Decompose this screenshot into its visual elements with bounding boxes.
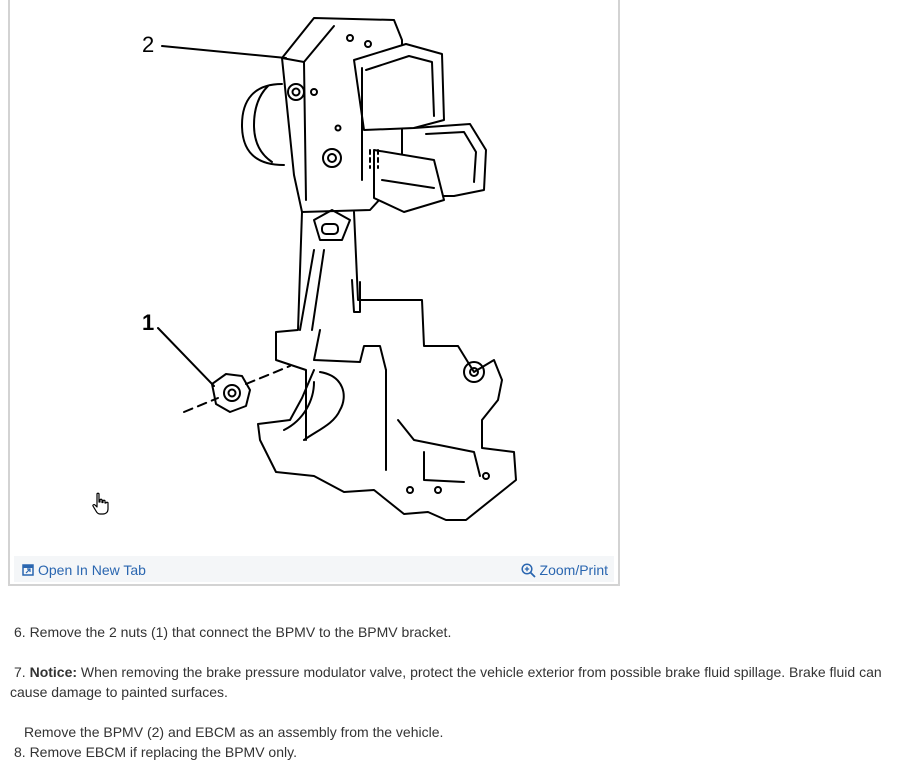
callout-2: 2 bbox=[142, 32, 154, 57]
bpmv-bracket-illustration: 2 1 bbox=[142, 17, 517, 521]
callout-1: 1 bbox=[142, 310, 154, 335]
zoom-print-label: Zoom/Print bbox=[539, 562, 608, 578]
zoom-in-icon bbox=[520, 562, 536, 578]
step-7-notice-label: Notice: bbox=[29, 664, 78, 680]
step-6: 6. Remove the 2 nuts (1) that connect th… bbox=[14, 624, 452, 640]
open-in-new-tab-link[interactable]: Open In New Tab bbox=[22, 562, 146, 578]
hand-pointer-icon bbox=[92, 492, 109, 515]
step-7: 7. Notice: When removing the brake press… bbox=[10, 662, 900, 702]
step-8: 8. Remove EBCM if replacing the BPMV onl… bbox=[14, 744, 297, 760]
figure-toolbar: Open In New Tab Zoom/Print bbox=[14, 556, 614, 582]
figure-container: 2 1 Open In New Tab Zoom/Print bbox=[8, 0, 620, 586]
step-7-notice-text: When removing the brake pressure modulat… bbox=[10, 664, 882, 700]
zoom-print-link[interactable]: Zoom/Print bbox=[520, 562, 608, 578]
step-7-number: 7. bbox=[14, 664, 26, 680]
open-in-new-tab-label: Open In New Tab bbox=[38, 562, 146, 578]
step-7-sub-instruction: Remove the BPMV (2) and EBCM as an assem… bbox=[24, 724, 444, 740]
diagram-image: 2 1 bbox=[14, 0, 614, 556]
instruction-steps: 6. Remove the 2 nuts (1) that connect th… bbox=[10, 622, 900, 762]
open-in-new-tab-icon bbox=[22, 564, 34, 576]
